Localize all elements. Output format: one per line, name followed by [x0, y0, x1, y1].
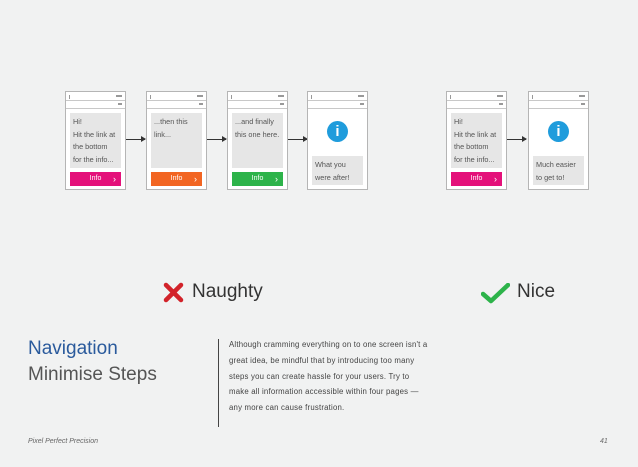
address-bar	[308, 100, 367, 109]
phone-mockup-step-1: Hi! Hit the link at the bottom for the i…	[446, 91, 507, 190]
address-bar	[228, 100, 287, 109]
status-bar	[529, 92, 588, 101]
status-bar	[228, 92, 287, 101]
flow-arrow	[126, 136, 146, 142]
phone-mockup-step-3: ...and finally this one here. Info ›	[227, 91, 288, 190]
message-text: ...then this link...	[151, 113, 202, 168]
nice-label: Nice	[517, 281, 556, 302]
phone-mockup-step-2: ...then this link... Info ›	[146, 91, 207, 190]
address-bar	[447, 100, 506, 109]
status-bar	[66, 92, 125, 101]
message-text: What you were after!	[312, 156, 363, 185]
info-button-label: Info	[470, 175, 483, 182]
chevron-right-icon: ›	[194, 174, 197, 184]
info-icon: i	[327, 121, 348, 142]
phone-mockup-step-1: Hi! Hit the link at the bottom for the i…	[65, 91, 126, 190]
chevron-right-icon: ›	[275, 174, 278, 184]
status-bar	[308, 92, 367, 101]
info-button[interactable]: Info ›	[70, 172, 121, 186]
address-bar	[66, 100, 125, 109]
status-bar	[147, 92, 206, 101]
page-number: 41	[600, 438, 608, 445]
info-button[interactable]: Info ›	[451, 172, 502, 186]
chevron-right-icon: ›	[494, 174, 497, 184]
message-text: Much easier to get to!	[533, 156, 584, 185]
message-text: Hi! Hit the link at the bottom for the i…	[70, 113, 121, 168]
divider	[218, 339, 219, 427]
info-button-label: Info	[89, 175, 102, 182]
address-bar	[147, 100, 206, 109]
flow-arrow	[507, 136, 527, 142]
info-button[interactable]: Info ›	[151, 172, 202, 186]
status-bar	[447, 92, 506, 101]
phone-mockup-step-2: i Much easier to get to!	[528, 91, 589, 190]
section-title: Navigation	[28, 338, 118, 359]
info-button[interactable]: Info ›	[232, 172, 283, 186]
info-icon: i	[548, 121, 569, 142]
phone-mockup-step-4: i What you were after!	[307, 91, 368, 190]
body-paragraph: Although cramming everything on to one s…	[229, 340, 428, 413]
flow-arrow	[288, 136, 308, 142]
flow-arrow	[207, 136, 227, 142]
info-button-label: Info	[170, 175, 183, 182]
footer-title: Pixel Perfect Precision	[28, 438, 99, 445]
message-text: ...and finally this one here.	[232, 113, 283, 168]
info-button-label: Info	[251, 175, 264, 182]
message-text: Hi! Hit the link at the bottom for the i…	[451, 113, 502, 168]
cross-icon	[163, 282, 184, 303]
address-bar	[529, 100, 588, 109]
check-icon	[481, 283, 510, 304]
naughty-label: Naughty	[192, 281, 263, 302]
section-subtitle: Minimise Steps	[28, 364, 157, 385]
chevron-right-icon: ›	[113, 174, 116, 184]
